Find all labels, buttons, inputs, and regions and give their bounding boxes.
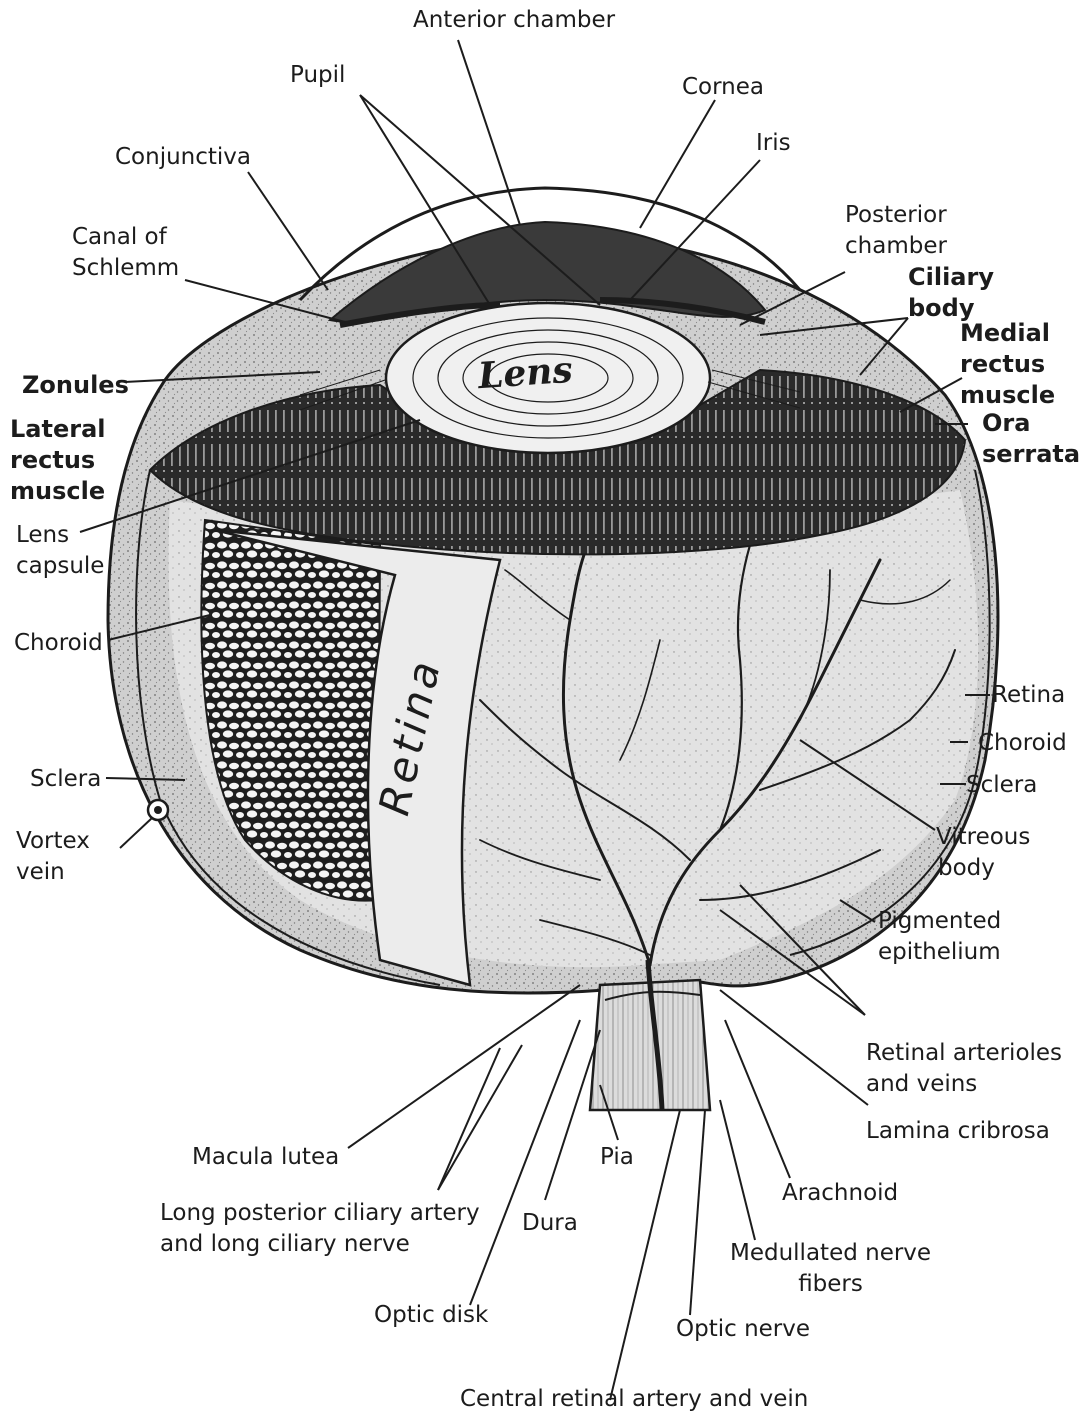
label-central-retinal-artery-and-vein: Central retinal artery and vein	[460, 1384, 808, 1415]
label-optic-nerve: Optic nerve	[676, 1314, 810, 1345]
label-choroid-right: Choroid	[978, 728, 1067, 759]
label-long-posterior-ciliary-artery: Long posterior ciliary artery and long c…	[160, 1198, 480, 1260]
label-retinal-arterioles-and-veins: Retinal arterioles and veins	[866, 1038, 1062, 1100]
label-sclera-left: Sclera	[30, 764, 101, 795]
label-anterior-chamber: Anterior chamber	[413, 5, 615, 36]
label-vitreous-body: Vitreous body	[936, 822, 1030, 884]
label-vortex-vein: Vortex vein	[16, 826, 90, 888]
label-dura: Dura	[522, 1208, 578, 1239]
label-ciliary-body: Ciliary body	[908, 262, 994, 324]
label-pupil: Pupil	[290, 60, 345, 91]
label-optic-disk: Optic disk	[374, 1300, 488, 1331]
label-arachnoid: Arachnoid	[782, 1178, 898, 1209]
label-pigmented-epithelium: Pigmented epithelium	[878, 906, 1001, 968]
label-medial-rectus-muscle: Medial rectus muscle	[960, 318, 1055, 411]
label-sclera-right: Sclera	[966, 770, 1037, 801]
label-lens: Lens	[477, 349, 574, 398]
label-posterior-chamber: Posterior chamber	[845, 200, 947, 262]
label-medullated-nerve-fibers: Medullated nerve fibers	[730, 1238, 931, 1300]
vortex-vein-icon	[148, 800, 168, 820]
label-cornea: Cornea	[682, 72, 764, 103]
label-choroid-left: Choroid	[14, 628, 103, 659]
label-ora-serrata: Ora serrata	[982, 408, 1080, 470]
label-lens-capsule: Lens capsule	[16, 520, 104, 582]
label-conjunctiva: Conjunctiva	[115, 142, 251, 173]
label-canal-of-schlemm: Canal of Schlemm	[72, 222, 179, 284]
label-lamina-cribrosa: Lamina cribrosa	[866, 1116, 1050, 1147]
label-zonules: Zonules	[22, 370, 129, 401]
label-retina-right: Retina	[992, 680, 1065, 711]
label-iris: Iris	[756, 128, 791, 159]
label-pia: Pia	[600, 1142, 634, 1173]
label-macula-lutea: Macula lutea	[192, 1142, 339, 1173]
label-lateral-rectus-muscle: Lateral rectus muscle	[10, 414, 106, 507]
